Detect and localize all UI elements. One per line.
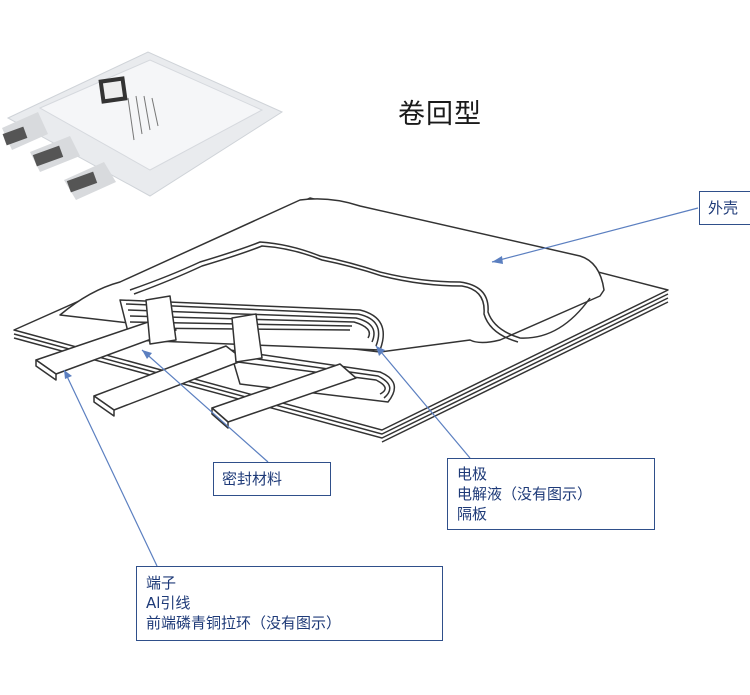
phosphor-bronze-tab-label: 前端磷青铜拉环（没有图示） [146,614,342,632]
separator-label: 隔板 [457,505,488,523]
al-lead-label: Al引线 [146,594,191,612]
leader-case [491,207,699,263]
leader-terminal [63,369,158,567]
case-label-box: 外壳 [699,191,750,225]
electrode-label: 电极 [457,465,488,483]
pouch-cell-photo [2,51,284,200]
diagram-title: 卷回型 [398,99,482,130]
seal-label-box: 密封材料 [213,462,331,496]
electrode-label-box: 电极 电解液（没有图示） 隔板 [447,458,655,530]
terminal-label: 端子 [146,574,177,592]
electrolyte-label: 电解液（没有图示） [457,485,593,503]
seal-label: 密封材料 [222,470,283,488]
leader-seal [141,349,269,463]
leader-electrode [375,345,471,459]
leader-lines [63,207,699,567]
terminal-label-box: 端子 Al引线 前端磷青铜拉环（没有图示） [136,566,443,641]
case-label: 外壳 [708,199,739,217]
battery-structure [13,197,669,443]
